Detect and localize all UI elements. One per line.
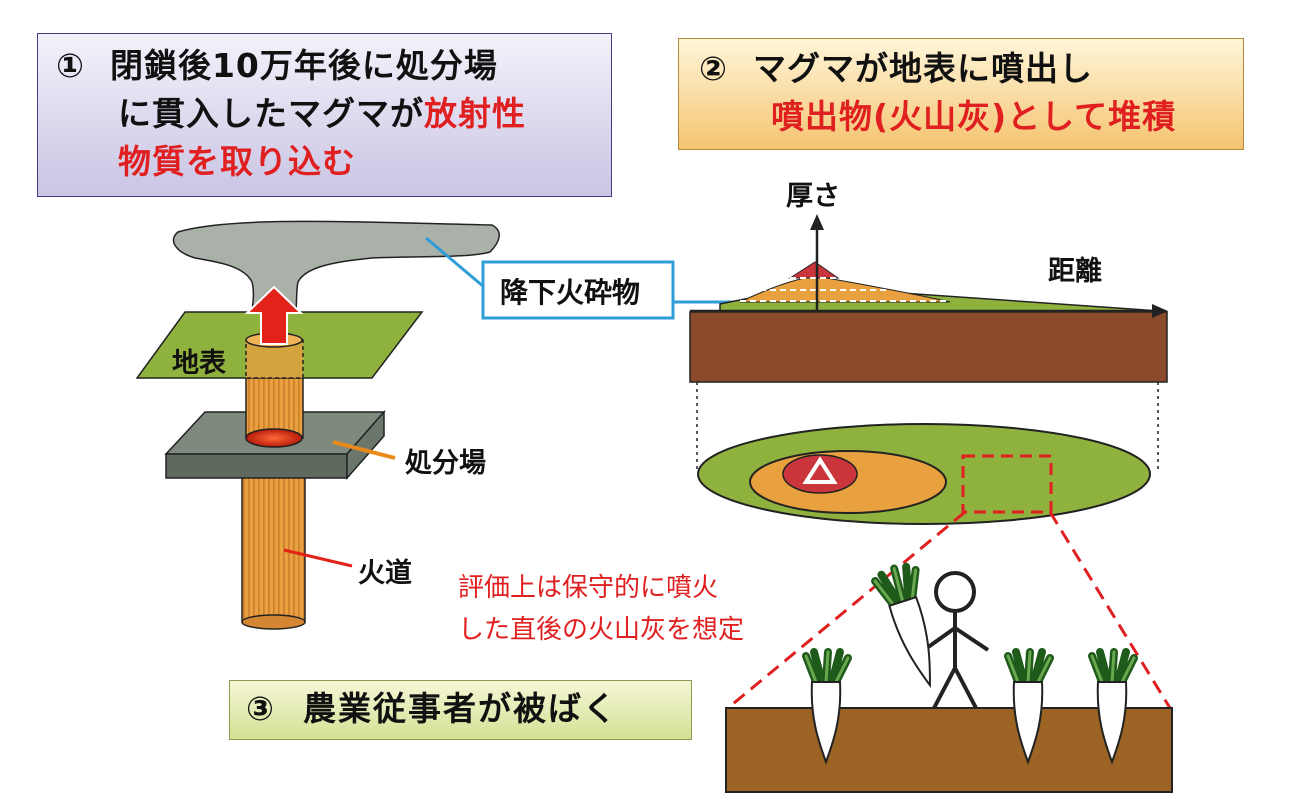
radish-3 [1088, 648, 1138, 766]
repository-label: 処分場 [405, 447, 486, 479]
deposit-red-peak [788, 261, 840, 279]
eruption-cloud [172, 220, 500, 311]
repository-slab-front [165, 453, 348, 479]
step3-text: 農業従事者が被ばく [302, 689, 618, 728]
radish-held [871, 562, 931, 689]
conduit-lower [241, 471, 306, 623]
step2-box: ② マグマが地表に噴出し 噴出物(火山灰)として堆積 [678, 38, 1244, 150]
conduit-leader [283, 548, 353, 568]
field-soil [725, 707, 1173, 793]
step1-line2: に貫入したマグマが放射性 [118, 94, 526, 133]
tephra-leader-left [425, 236, 491, 294]
step1-line3: 物質を取り込む [118, 142, 356, 181]
thickness-axis-arrow [810, 214, 824, 230]
radish-2 [1004, 648, 1054, 766]
step1-box: ① 閉鎖後10万年後に処分場 に貫入したマグマが放射性 物質を取り込む [37, 33, 612, 197]
thickness-axis-label: 厚さ [786, 181, 840, 212]
farmer-figure [922, 571, 990, 709]
up-arrow [244, 285, 304, 345]
repository-slab-side [346, 410, 385, 480]
zoom-line-left [727, 510, 966, 710]
assumption-note-line2: した直後の火山灰を想定 [458, 615, 744, 645]
surface-label: 地表 [172, 348, 226, 379]
step3-number: ③ [246, 689, 276, 728]
step2-line2: 噴出物(火山灰)として堆積 [771, 97, 1177, 136]
tephra-callout-box [481, 260, 675, 320]
step3-box: ③ 農業従事者が被ばく [229, 680, 692, 740]
radish-1 [802, 648, 852, 766]
zoom-area [961, 454, 1053, 514]
conduit-bottom [241, 614, 306, 630]
conduit-label: 火道 [358, 557, 412, 589]
step2-line1: ② マグマが地表に噴出し [699, 49, 1093, 88]
soil-cross-section [689, 311, 1168, 383]
assumption-note-line1: 評価上は保守的に噴火 [458, 573, 718, 603]
distance-axis-arrow [1152, 304, 1168, 318]
step1-line1: ① 閉鎖後10万年後に処分場 [56, 46, 498, 85]
magma-pool [245, 428, 303, 448]
conduit-middle [245, 375, 304, 439]
volcano-icon [802, 456, 838, 484]
repository-leader [332, 440, 396, 460]
distance-axis-label: 距離 [1048, 255, 1102, 287]
step1-number: ① [56, 46, 85, 85]
tephra-label: 降下火砕物 [500, 276, 640, 309]
step2-number: ② [699, 49, 728, 88]
zoom-line-right [1048, 511, 1172, 709]
